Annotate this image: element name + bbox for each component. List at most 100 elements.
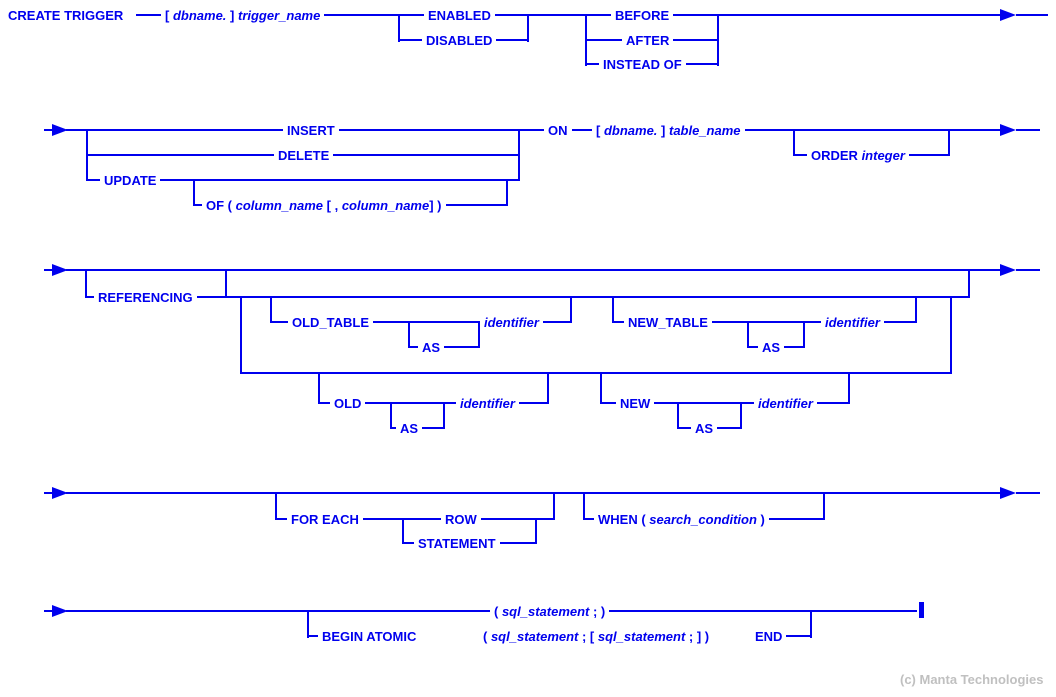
keyword-referencing: REFERENCING xyxy=(94,290,197,305)
rail-line xyxy=(408,321,410,348)
rail-line xyxy=(318,372,320,404)
keyword-as: AS xyxy=(758,340,785,355)
operand-dbname-trigger-name: [ dbname. ] trigger_name xyxy=(161,8,325,23)
keyword-delete: DELETE xyxy=(274,148,334,163)
rail-line xyxy=(535,518,537,544)
rail-line xyxy=(44,492,52,494)
rail-line xyxy=(240,296,242,374)
keyword-as: AS xyxy=(691,421,718,436)
keyword-on: ON xyxy=(544,123,572,138)
rail-line xyxy=(793,129,795,156)
rail-line xyxy=(968,269,970,298)
rail-line xyxy=(307,610,309,638)
rail-line xyxy=(66,269,1000,271)
keyword-end: END xyxy=(751,629,787,644)
keyword-update: UPDATE xyxy=(100,173,161,188)
rail-line xyxy=(270,321,572,323)
keyword-disabled: DISABLED xyxy=(422,33,497,48)
rail-line xyxy=(786,635,812,637)
rail-line xyxy=(66,492,1000,494)
operand-sql-statement-block: ( sql_statement ; [ sql_statement ; ] ) xyxy=(479,629,714,644)
keyword-row: ROW xyxy=(441,512,481,527)
arrow-right-icon xyxy=(1000,487,1016,499)
operand-identifier: identifier xyxy=(754,396,817,411)
rail-line xyxy=(136,14,1000,16)
keyword-after: AFTER xyxy=(622,33,674,48)
rail-line xyxy=(390,402,392,429)
rail-line xyxy=(547,372,549,404)
rail-line xyxy=(85,269,87,298)
operand-identifier: identifier xyxy=(480,315,543,330)
rail-line xyxy=(518,129,520,181)
keyword-old-table: OLD_TABLE xyxy=(288,315,374,330)
keyword-insert: INSERT xyxy=(283,123,339,138)
rail-line xyxy=(44,269,52,271)
operand-order-integer: ORDER integer xyxy=(807,148,909,163)
rail-line xyxy=(402,518,404,544)
rail-line xyxy=(44,610,52,612)
keyword-for-each: FOR EACH xyxy=(287,512,363,527)
arrow-right-icon xyxy=(1000,9,1016,21)
arrow-right-icon xyxy=(52,124,68,136)
rail-line xyxy=(66,129,1000,131)
rail-line xyxy=(948,129,950,156)
operand-identifier: identifier xyxy=(456,396,519,411)
operand-of-column-list: OF ( column_name [ , column_name] ) xyxy=(202,198,446,213)
statement-terminator xyxy=(919,602,924,618)
rail-line xyxy=(677,402,679,429)
rail-line xyxy=(275,492,277,520)
keyword-new-table: NEW_TABLE xyxy=(624,315,712,330)
rail-line xyxy=(950,296,952,374)
rail-line xyxy=(85,296,970,298)
rail-line xyxy=(747,321,749,348)
arrow-right-icon xyxy=(1000,264,1016,276)
rail-line xyxy=(583,492,585,520)
rail-line xyxy=(443,402,445,429)
rail-line xyxy=(44,129,52,131)
rail-line xyxy=(1016,14,1048,16)
keyword-enabled: ENABLED xyxy=(424,8,495,23)
rail-line xyxy=(600,372,602,404)
rail-line xyxy=(527,14,529,42)
rail-line xyxy=(823,492,825,520)
arrow-right-icon xyxy=(52,605,68,617)
rail-line xyxy=(915,296,917,323)
keyword-statement: STATEMENT xyxy=(414,536,500,551)
rail-line xyxy=(612,321,917,323)
rail-line xyxy=(612,296,614,323)
rail-line xyxy=(740,402,742,429)
arrow-right-icon xyxy=(52,264,68,276)
rail-line xyxy=(506,179,508,206)
rail-line xyxy=(270,296,272,323)
rail-line xyxy=(478,321,480,348)
rail-line xyxy=(275,518,555,520)
keyword-create-trigger: CREATE TRIGGER xyxy=(4,8,128,23)
rail-line xyxy=(1016,129,1040,131)
keyword-old: OLD xyxy=(330,396,366,411)
rail-line xyxy=(600,402,850,404)
rail-line xyxy=(1016,492,1040,494)
keyword-before: BEFORE xyxy=(611,8,674,23)
rail-line xyxy=(307,635,327,637)
rail-line xyxy=(803,321,805,348)
rail-line xyxy=(1016,269,1040,271)
rail-line xyxy=(193,179,195,206)
rail-line xyxy=(570,296,572,323)
operand-when-condition: WHEN ( search_condition ) xyxy=(594,512,769,527)
keyword-instead-of: INSTEAD OF xyxy=(599,57,686,72)
keyword-begin-atomic: BEGIN ATOMIC xyxy=(318,629,421,644)
operand-identifier: identifier xyxy=(821,315,884,330)
rail-line xyxy=(848,372,850,404)
arrow-right-icon xyxy=(52,487,68,499)
arrow-right-icon xyxy=(1000,124,1016,136)
keyword-new: NEW xyxy=(616,396,655,411)
rail-line xyxy=(553,492,555,520)
operand-dbname-table-name: [ dbname. ] table_name xyxy=(592,123,745,138)
keyword-as: AS xyxy=(396,421,423,436)
rail-line xyxy=(240,372,952,374)
rail-line xyxy=(86,179,520,181)
copyright-notice: (c) Manta Technologies xyxy=(900,672,1044,687)
keyword-as: AS xyxy=(418,340,445,355)
operand-sql-statement-single: ( sql_statement ; ) xyxy=(490,604,610,619)
